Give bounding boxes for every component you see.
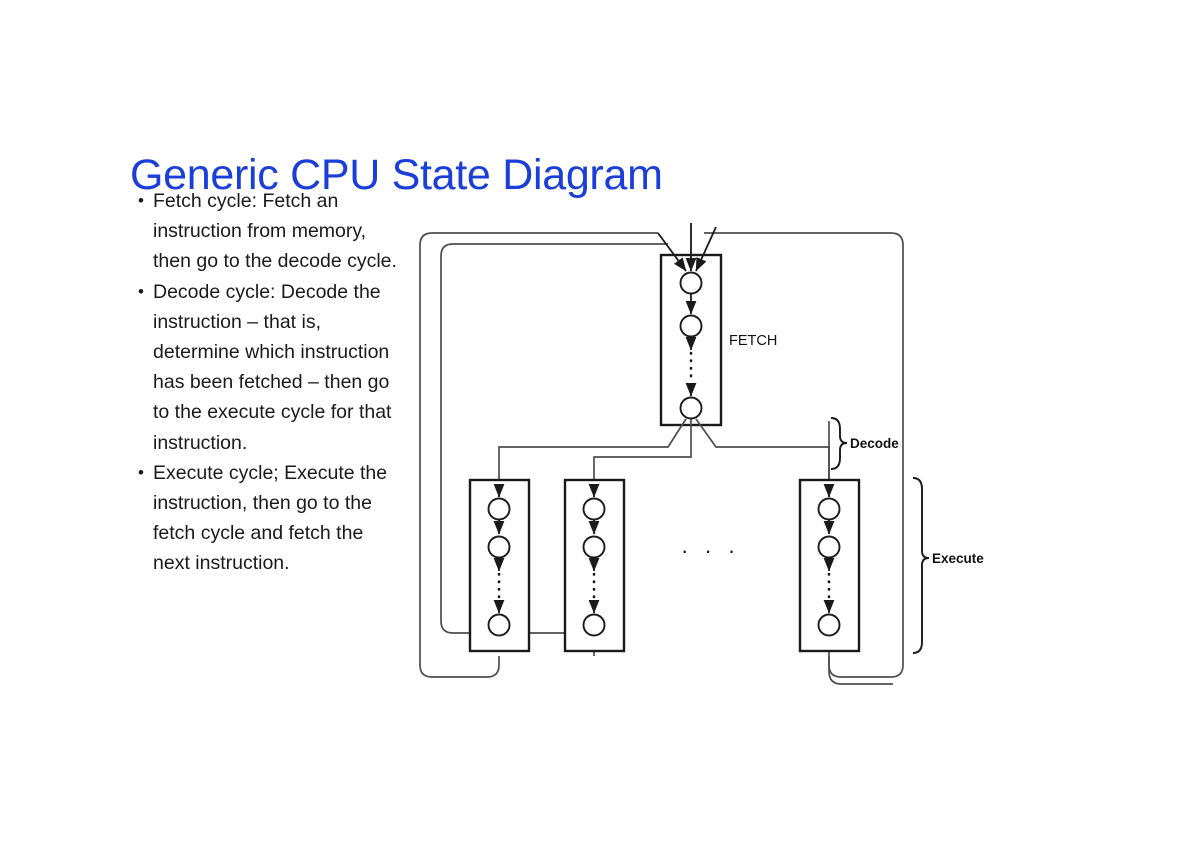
feedback-loop-box1 xyxy=(419,232,658,678)
executen-state-1 xyxy=(817,497,841,521)
executen-state-last xyxy=(817,613,841,637)
execute2-state-last xyxy=(582,613,606,637)
execute1-state-last xyxy=(487,613,511,637)
execute-box-2 xyxy=(563,478,626,653)
fetch-state-2 xyxy=(679,314,703,338)
fetch-input-arrows xyxy=(657,223,717,272)
fetch-state-chain xyxy=(679,271,703,420)
execute-boxes-ellipsis: · · · xyxy=(681,538,740,563)
decode-label: Decode xyxy=(850,436,899,451)
execute-brace xyxy=(912,477,930,654)
execute2-state-1 xyxy=(582,497,606,521)
feedback-loop-boxn xyxy=(704,232,904,678)
bullet-list: Fetch cycle: Fetch an instruction from m… xyxy=(136,186,398,579)
feedback-loop-outer xyxy=(828,421,893,685)
list-item: Decode cycle: Decode the instruction – t… xyxy=(136,277,398,458)
fetch-label: FETCH xyxy=(729,333,777,349)
list-item: Fetch cycle: Fetch an instruction from m… xyxy=(136,186,398,277)
list-item: Execute cycle; Execute the instruction, … xyxy=(136,458,398,579)
fetch-state-last xyxy=(679,396,703,420)
decode-brace xyxy=(830,417,848,470)
execute-label: Execute xyxy=(932,551,984,566)
execute1-state-1 xyxy=(487,497,511,521)
fetch-state-1 xyxy=(679,271,703,295)
cpu-state-diagram: FETCH Decode xyxy=(400,205,1020,705)
decode-branch-lines xyxy=(498,418,830,480)
state-diagram-svg: FETCH Decode xyxy=(419,223,984,685)
executen-state-2 xyxy=(817,535,841,559)
execute-box-n xyxy=(798,478,861,653)
execute2-state-2 xyxy=(582,535,606,559)
execute1-state-2 xyxy=(487,535,511,559)
execute-box-1 xyxy=(468,478,531,653)
